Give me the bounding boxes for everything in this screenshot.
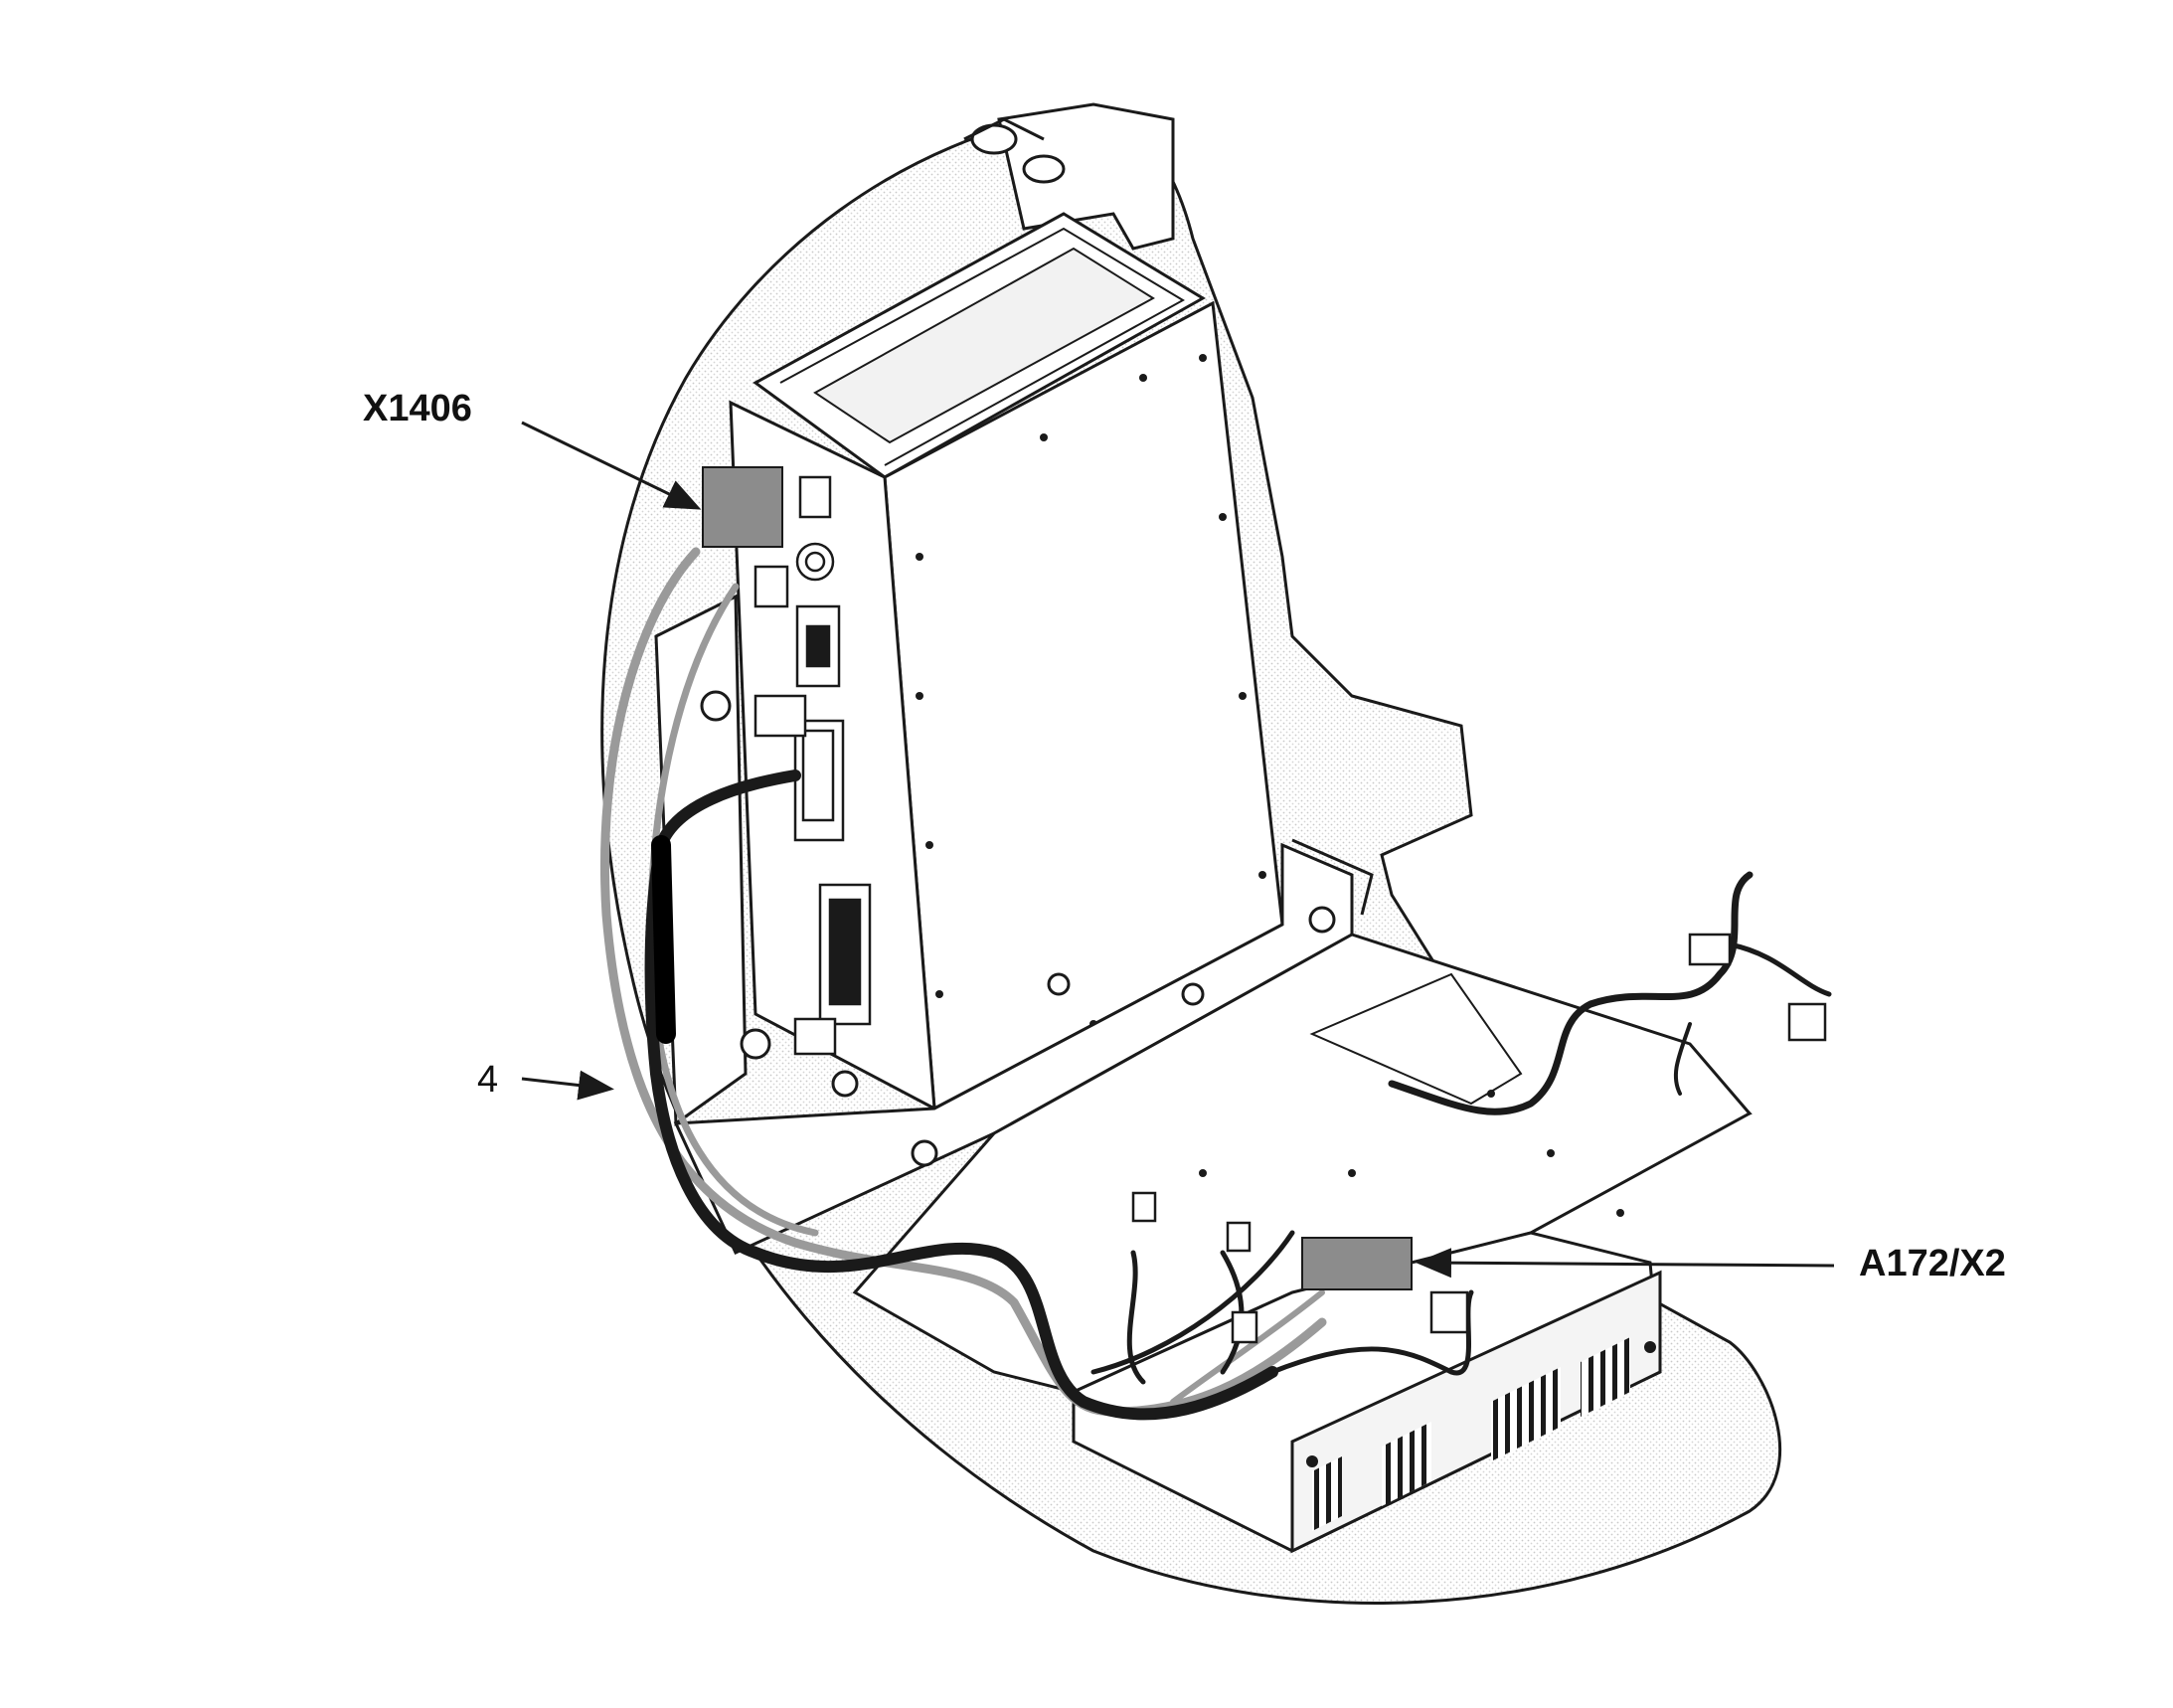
arrow-icon <box>1416 1248 1835 1279</box>
callout-item-4: 4 <box>477 1059 499 1101</box>
floor-plate <box>852 933 1753 1394</box>
connector-plug <box>1226 1221 1252 1253</box>
connector-x1406-highlight <box>702 466 783 548</box>
connector-socket <box>795 604 841 688</box>
connector-socket <box>753 694 807 738</box>
control-module <box>729 212 1284 1111</box>
connector-socket <box>793 1017 837 1056</box>
vent-slots <box>1312 1337 1630 1531</box>
connector-socket <box>753 565 789 608</box>
base-plate <box>673 838 1374 1255</box>
floor-connectors <box>1131 933 1827 1344</box>
hose-fitting <box>1022 154 1066 184</box>
leader-lines <box>521 421 1835 1279</box>
arrow-icon <box>521 421 702 510</box>
hose-fitting <box>970 123 1018 155</box>
arrow-icon <box>521 1070 614 1101</box>
callout-x1406: X1406 <box>363 388 472 429</box>
connector-a172-x2-highlight <box>1301 1237 1413 1290</box>
connector-plug <box>1231 1310 1258 1344</box>
callout-a172-x2: A172/X2 <box>1859 1243 2006 1284</box>
upper-bracket <box>963 102 1175 251</box>
connector-plug <box>1429 1290 1469 1334</box>
connector-plug <box>1688 933 1732 966</box>
connector-plug <box>1131 1191 1157 1223</box>
connector-plug <box>1787 1002 1827 1042</box>
connector-socket <box>798 475 832 519</box>
